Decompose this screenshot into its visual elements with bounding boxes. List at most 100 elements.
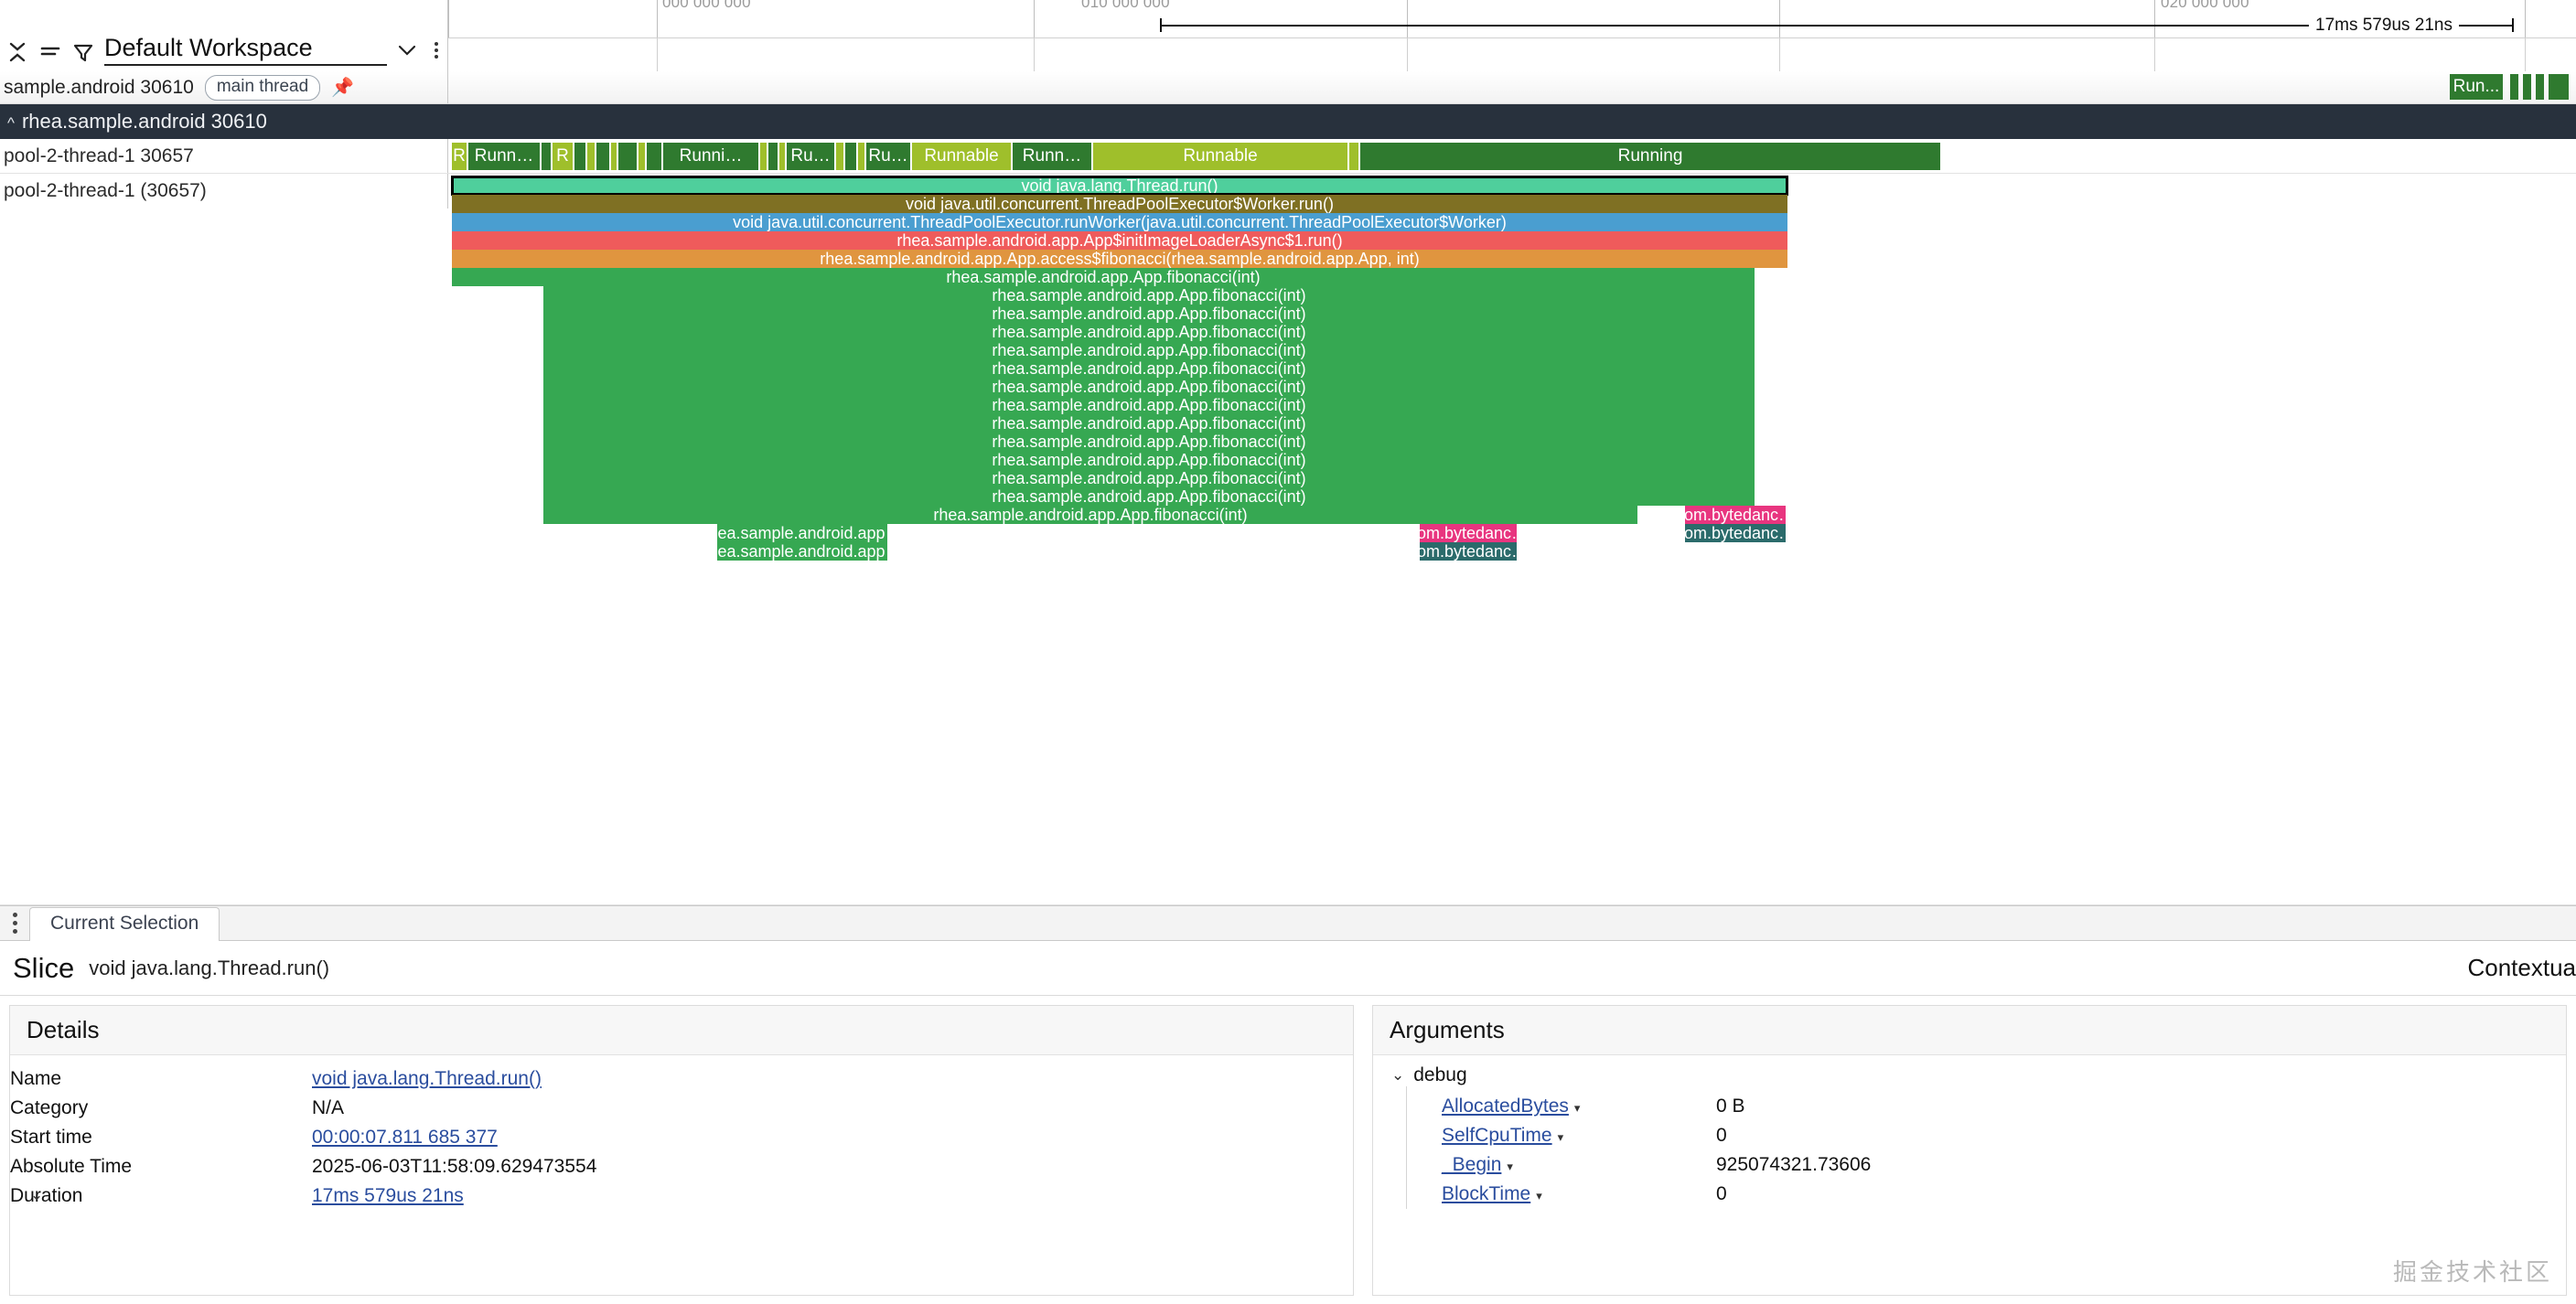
flame-slice[interactable]: rhea.sample.android.app.App.fibonacci(in…: [543, 323, 1755, 341]
flame-slice[interactable]: rhea.sample.android.app.App.fibonacci(in…: [543, 341, 1755, 359]
flame-slice[interactable]: void java.util.concurrent.ThreadPoolExec…: [452, 213, 1787, 231]
state-segment[interactable]: [542, 143, 551, 170]
state-segment[interactable]: [768, 143, 778, 170]
details-row-value[interactable]: void java.lang.Thread.run(): [312, 1064, 1353, 1094]
state-segment[interactable]: [845, 143, 856, 170]
state-segment[interactable]: [2523, 74, 2531, 100]
contextual-options-label[interactable]: Contextua: [2467, 954, 2576, 981]
flame-slice[interactable]: com.bytedanc…: [1420, 524, 1517, 542]
flame-slice[interactable]: rhea.sample.android.app.App.fibonacci(in…: [452, 268, 1755, 286]
flame-slice[interactable]: rhea.sample.android.app.App.fibonacci(in…: [543, 359, 1755, 378]
measure-bar: [1160, 25, 2514, 27]
state-segment[interactable]: R: [452, 143, 467, 170]
state-segment[interactable]: [2549, 74, 2569, 100]
kebab-menu-icon[interactable]: [435, 42, 438, 66]
flame-chart[interactable]: void java.lang.Thread.run()void java.uti…: [448, 174, 2576, 905]
state-segment[interactable]: [760, 143, 767, 170]
filter-icon[interactable]: [71, 38, 95, 66]
state-segment[interactable]: [1349, 143, 1358, 170]
state-segment[interactable]: [2510, 74, 2518, 100]
argument-key[interactable]: _Begin: [1442, 1154, 1502, 1175]
flame-slice-label: rhea.sample.android.app.App.fibonacci(in…: [992, 341, 1306, 359]
state-segment[interactable]: [858, 143, 864, 170]
argument-key[interactable]: BlockTime: [1442, 1183, 1531, 1204]
flame-slice[interactable]: com.bytedanc…: [1685, 506, 1786, 524]
chevron-down-icon[interactable]: ⌄: [1391, 1066, 1405, 1084]
flame-slice[interactable]: rhea.sample.android.app.App.fibonacci(in…: [543, 451, 1755, 469]
flame-slice[interactable]: rhea.sample.android.app.App.fibonacci(in…: [543, 433, 1755, 451]
ruler-tick: [2154, 0, 2155, 37]
process-summary-track[interactable]: Run...: [448, 71, 2576, 103]
state-segment[interactable]: [639, 143, 645, 170]
details-row-value-text[interactable]: void java.lang.Thread.run(): [312, 1068, 542, 1089]
state-segment[interactable]: Ru…: [787, 143, 834, 170]
flame-slice[interactable]: rhea.sample.android.app.App.fibonacci(in…: [543, 378, 1755, 396]
flame-slice[interactable]: rhea.sample.android.app.App.fibonacci(in…: [543, 286, 1755, 305]
details-row-value-text: N/A: [312, 1097, 345, 1118]
argument-key[interactable]: AllocatedBytes: [1442, 1096, 1569, 1117]
state-segment[interactable]: [574, 143, 585, 170]
flame-slice[interactable]: rhea.sample.android.app.App.fibonacci(in…: [543, 396, 1755, 414]
details-row-value-text[interactable]: 17ms 579us 21ns: [312, 1185, 464, 1206]
state-segment[interactable]: Runnable: [1093, 143, 1347, 170]
flame-slice[interactable]: rhea.sample.android.app.App.fibonacci(in…: [543, 414, 1755, 433]
flame-slice[interactable]: rhea.sample.android.app.App.fibonacci(in…: [543, 487, 1755, 506]
flame-slice[interactable]: com.bytedanc…: [1685, 524, 1786, 542]
state-segment[interactable]: [587, 143, 595, 170]
chevron-down-icon[interactable]: ▾: [1573, 1101, 1581, 1115]
flame-slice[interactable]: void java.util.concurrent.ThreadPoolExec…: [452, 195, 1787, 213]
thread-slice-track-label[interactable]: pool-2-thread-1 (30657): [0, 174, 448, 208]
state-segment[interactable]: Run...: [2450, 74, 2503, 100]
chevron-down-icon[interactable]: ▾: [1536, 1189, 1542, 1202]
chevron-down-icon[interactable]: ⌄: [30, 1186, 44, 1203]
chevron-down-icon[interactable]: ▾: [1507, 1160, 1513, 1173]
argument-key[interactable]: SelfCpuTime: [1442, 1125, 1552, 1146]
details-row-value[interactable]: 00:00:07.811 685 377: [312, 1123, 1353, 1152]
pin-icon[interactable]: 📌: [331, 78, 355, 98]
thread-state-track-label[interactable]: pool-2-thread-1 30657: [0, 139, 448, 173]
state-segment[interactable]: [779, 143, 785, 170]
flame-slice[interactable]: rhea.sample.android.app.App$initImageLoa…: [452, 231, 1787, 250]
process-group-row[interactable]: ^rhea.sample.android 30610: [0, 104, 2576, 139]
ruler-label: 020 000 000: [2161, 0, 2249, 11]
state-segment[interactable]: Runn…: [1013, 143, 1091, 170]
flame-slice[interactable]: rhea.sample.android.app…: [717, 542, 887, 561]
chevron-down-icon[interactable]: [396, 43, 425, 66]
state-segment[interactable]: [618, 143, 637, 170]
flame-slice[interactable]: rhea.sample.android.app.App.fibonacci(in…: [543, 305, 1755, 323]
flame-slice[interactable]: void java.lang.Thread.run(): [451, 176, 1788, 196]
state-segment[interactable]: Runni…: [663, 143, 758, 170]
hamburger-icon[interactable]: [38, 38, 62, 66]
tab-current-selection[interactable]: Current Selection: [29, 907, 220, 941]
flame-chart-area[interactable]: void java.lang.Thread.run()void java.uti…: [448, 174, 2576, 904]
arguments-group-header[interactable]: ⌄ debug: [1391, 1064, 2566, 1086]
state-segment[interactable]: [596, 143, 609, 170]
thread-slice-row[interactable]: pool-2-thread-1 (30657) void java.lang.T…: [0, 174, 2576, 905]
state-segment[interactable]: [2536, 74, 2544, 100]
state-segment[interactable]: [836, 143, 843, 170]
process-summary-row[interactable]: sample.android 30610 main thread 📌 Run..…: [0, 71, 2576, 104]
flame-slice[interactable]: rhea.sample.android.app.App.fibonacci(in…: [543, 469, 1755, 487]
flame-slice[interactable]: rhea.sample.android.app.App.access$fibon…: [452, 250, 1787, 268]
chevron-up-icon[interactable]: ^: [7, 114, 15, 132]
state-segment[interactable]: Runn…: [468, 143, 540, 170]
workspace-title-field[interactable]: Default Workspace: [104, 34, 387, 66]
chevron-down-icon[interactable]: ▾: [1557, 1130, 1564, 1144]
state-segment[interactable]: [611, 143, 617, 170]
flame-slice[interactable]: com.bytedanc…: [1420, 542, 1517, 561]
flame-slice[interactable]: rhea.sample.android.app…: [717, 524, 887, 542]
state-segment[interactable]: Runnable: [912, 143, 1011, 170]
state-segment[interactable]: [647, 143, 661, 170]
state-segment[interactable]: R: [553, 143, 573, 170]
drag-handle-icon[interactable]: [0, 906, 29, 940]
state-segment[interactable]: Running: [1360, 143, 1940, 170]
flame-slice[interactable]: rhea.sample.android.app.App.fibonacci(in…: [543, 506, 1637, 524]
collapse-icon[interactable]: [5, 38, 29, 66]
state-segment[interactable]: Ru…: [866, 143, 910, 170]
details-row-value-text[interactable]: 00:00:07.811 685 377: [312, 1127, 498, 1148]
details-row-value[interactable]: 17ms 579us 21ns: [312, 1181, 1353, 1211]
